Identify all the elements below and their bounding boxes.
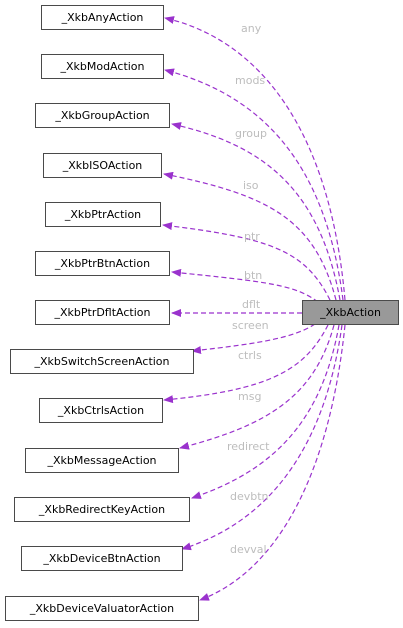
node-xkb-ptr-action[interactable]: _XkbPtrAction (45, 202, 161, 227)
edge-devbtn (181, 324, 343, 551)
edge-group (171, 122, 341, 301)
edge-label-btn: btn (244, 269, 262, 282)
edge-ptr (162, 222, 331, 301)
edge-label-iso: iso (243, 179, 259, 192)
node-xkb-iso-action[interactable]: _XkbISOAction (43, 153, 162, 178)
node-xkb-device-btn-action[interactable]: _XkbDeviceBtnAction (21, 546, 183, 571)
edge-label-mods: mods (235, 74, 265, 87)
edge-label-group: group (235, 127, 267, 140)
edge-label-ptr: ptr (244, 230, 260, 243)
edge-devval (199, 324, 346, 601)
edge-mods (164, 68, 344, 301)
edge-label-dflt: dflt (242, 298, 261, 311)
edge-label-msg: msg (238, 390, 261, 403)
node-xkb-redirect-key-action[interactable]: _XkbRedirectKeyAction (14, 497, 190, 522)
edge-iso (163, 171, 337, 301)
edge-label-ctrls: ctrls (238, 349, 262, 362)
node-xkb-switch-screen-action[interactable]: _XkbSwitchScreenAction (10, 349, 194, 374)
edge-screen (191, 323, 316, 354)
node-xkb-ptr-btn-action[interactable]: _XkbPtrBtnAction (35, 251, 170, 276)
edge-msg (179, 324, 335, 450)
edge-any (164, 16, 346, 301)
edge-ctrls (163, 324, 329, 404)
node-xkb-ptr-dflt-action[interactable]: _XkbPtrDfltAction (35, 300, 170, 325)
node-xkb-mod-action[interactable]: _XkbModAction (41, 54, 164, 79)
edge-label-any: any (241, 22, 262, 35)
edge-label-screen: screen (232, 319, 269, 332)
node-xkb-message-action[interactable]: _XkbMessageAction (25, 448, 179, 473)
edge-label-redirect: redirect (227, 440, 270, 453)
node-xkb-device-valuator-action[interactable]: _XkbDeviceValuatorAction (5, 596, 199, 621)
edge-redirect (191, 324, 340, 499)
edge-btn (171, 268, 319, 303)
node-xkb-ctrls-action[interactable]: _XkbCtrlsAction (39, 398, 163, 423)
node-xkb-any-action[interactable]: _XkbAnyAction (41, 5, 164, 30)
node-xkb-action[interactable]: _XkbAction (302, 300, 399, 325)
node-xkb-group-action[interactable]: _XkbGroupAction (35, 103, 170, 128)
edge-label-devbtn: devbtn (230, 490, 269, 503)
edge-label-devval: devval (230, 543, 267, 556)
